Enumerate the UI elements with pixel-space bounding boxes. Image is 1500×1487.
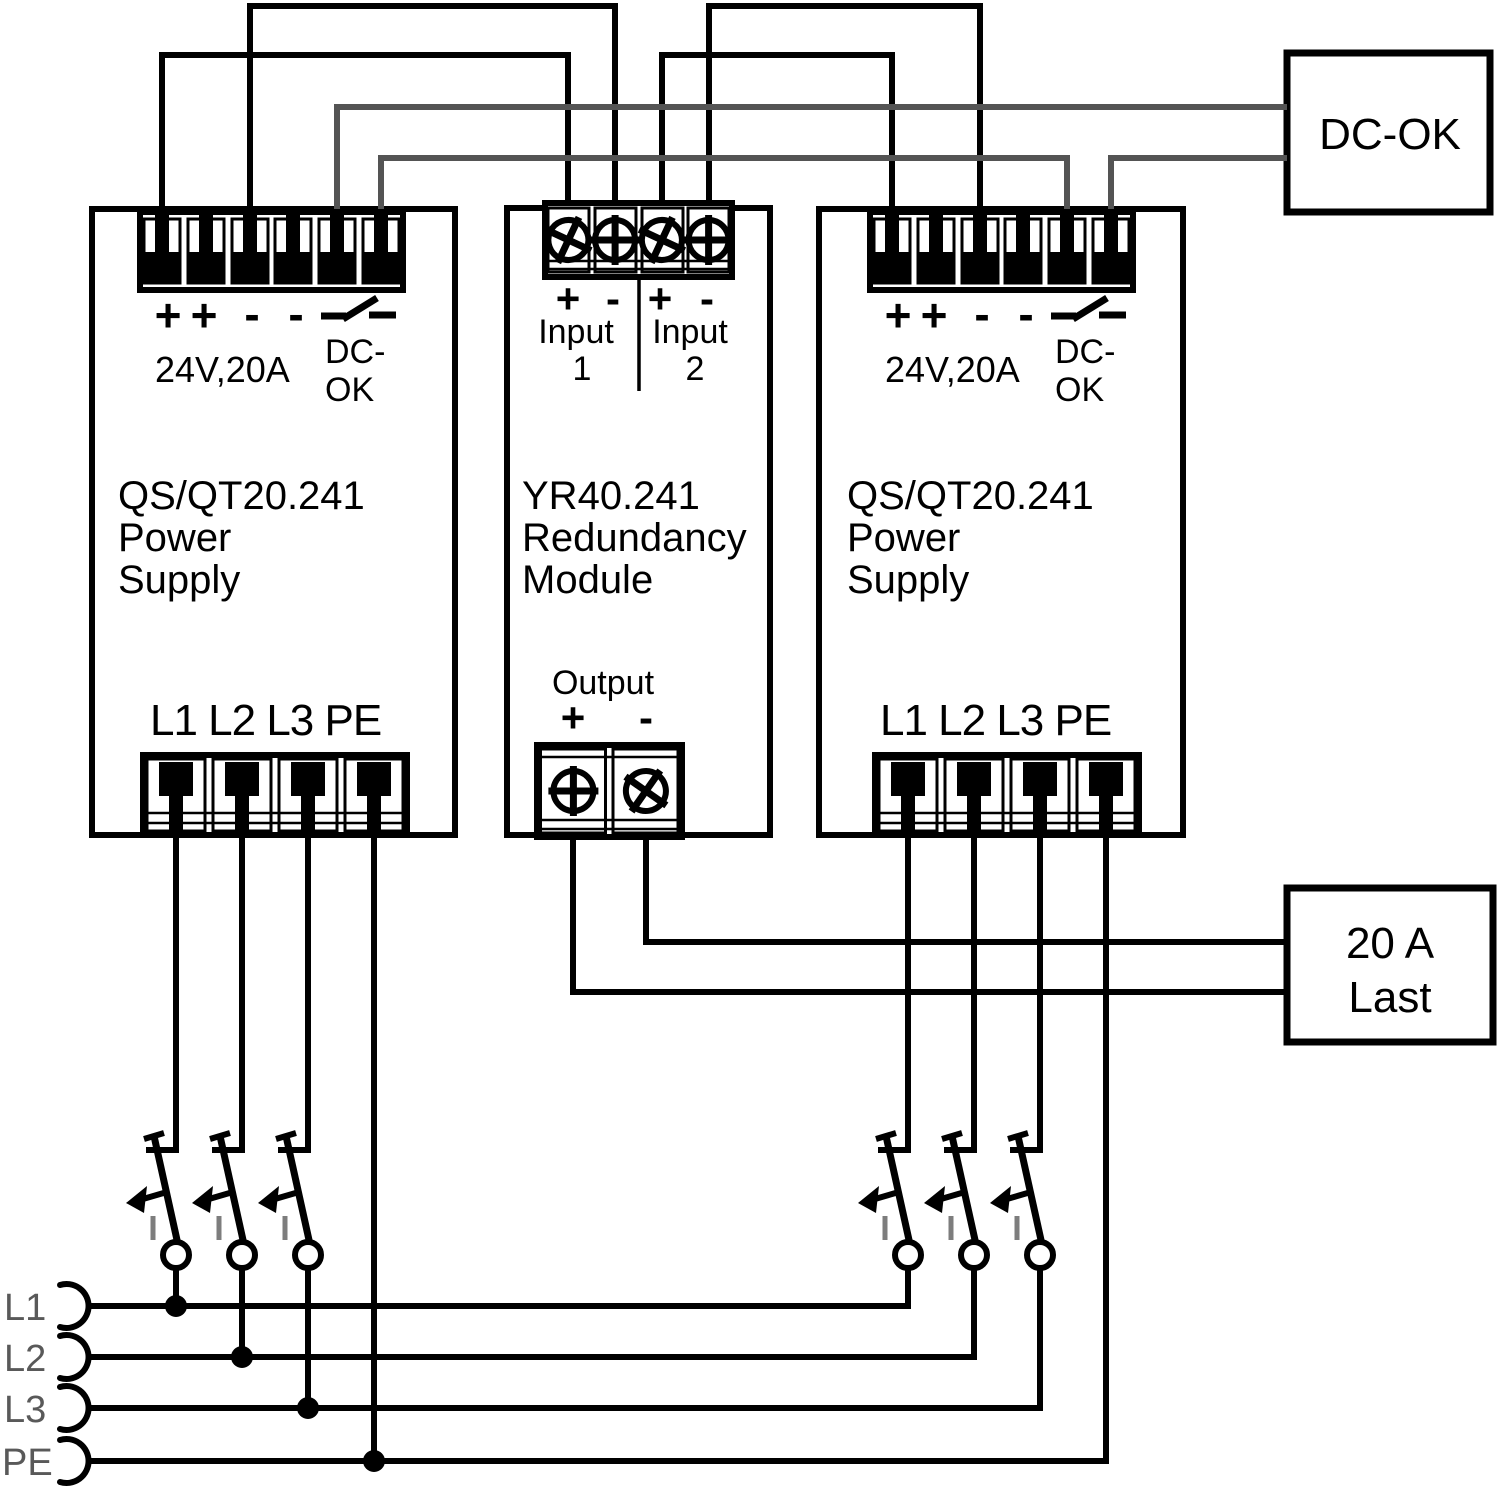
circuit-breaker-left-l1: [126, 830, 189, 1268]
bus-label-l2: L2: [4, 1338, 46, 1380]
bus-entry-arc-l3: [57, 1383, 92, 1433]
psu-right-dc-terminal-block: [870, 212, 1133, 290]
wire-psu-left-dcok1-to-indicator: [334, 104, 1287, 218]
wire-psu-right-dcok2-to-indicator: [1108, 155, 1287, 218]
circuit-breakers: [126, 830, 1053, 1268]
circuit-breaker-right-l3: [990, 830, 1053, 1268]
module-input-terminal-block: [535, 203, 733, 277]
module-input1-number: 1: [573, 350, 592, 388]
module-output-minus-label: -: [639, 694, 653, 741]
psu-left-model-label: QS/QT20.241: [118, 474, 365, 518]
junction-dot-pe: [363, 1450, 385, 1472]
module-input1-minus-label: -: [606, 275, 620, 322]
wire-psu-left-plus-to-input1-plus: [159, 52, 571, 218]
dc-ok-signal-wires: [334, 104, 1287, 218]
module-output-plus-label: +: [561, 694, 586, 741]
psu-left-minus2-label: -: [288, 288, 303, 340]
module-output-label: Output: [552, 664, 655, 702]
bus-l1-line: [86, 1268, 911, 1309]
load-box-label-1: 20 A: [1346, 919, 1435, 968]
psu-left-dcok-label-2: OK: [325, 371, 374, 409]
module-input1-plus-label: +: [556, 275, 581, 322]
module-input2-number: 2: [686, 350, 705, 388]
module-output-terminal-block: [537, 745, 682, 837]
module-input2-label: Input: [652, 313, 728, 351]
psu-right-minus1-label: -: [974, 288, 989, 340]
psu-left-plus1-label: +: [155, 289, 182, 341]
module-type-label-2: Redundancy: [522, 516, 747, 560]
bus-l3-line: [86, 1268, 1043, 1411]
wire-output-plus-to-load: [570, 818, 1287, 995]
module-input2-minus-label: -: [700, 275, 714, 322]
psu-left-dc-terminal-block: [140, 212, 403, 290]
bus-label-l3: L3: [4, 1389, 46, 1431]
psu-right-minus2-label: -: [1018, 288, 1033, 340]
psu-left-plus2-label: +: [191, 289, 218, 341]
junction-dots: [165, 1295, 385, 1472]
component-boxes: [89, 49, 1497, 1046]
psu-right-model-label: QS/QT20.241: [847, 474, 1094, 518]
junction-dot-l1: [165, 1295, 187, 1317]
wire-psu-left-dcok2-to-psu-right-dcok1: [378, 155, 1070, 218]
load-box-label-2: Last: [1348, 973, 1431, 1022]
bus-entry-arcs: [57, 1281, 92, 1486]
module-type-label-3: Module: [522, 558, 653, 602]
module-input2-plus-label: +: [648, 275, 673, 322]
psu-right-type-label-3: Supply: [847, 558, 969, 602]
psu-right-dcok-label-1: DC-: [1055, 333, 1115, 371]
bus-entry-arc-l2: [57, 1332, 92, 1382]
bus-pe-line: [86, 830, 1109, 1464]
bus-entry-arc-pe: [57, 1436, 92, 1486]
circuit-breaker-left-l3: [258, 830, 321, 1268]
bus-entry-arc-l1: [57, 1281, 92, 1331]
circuit-breaker-right-l1: [858, 830, 921, 1268]
module-input1-label: Input: [538, 313, 614, 351]
ac-wires: [86, 830, 1109, 1465]
module-model-label: YR40.241: [522, 474, 700, 518]
labels: + + - - 24V,20A DC- OK QS/QT20.241 Power…: [2, 110, 1461, 1484]
load-box: [1283, 884, 1497, 1046]
psu-left-rating-label: 24V,20A: [155, 349, 290, 390]
psu-right-plus2-label: +: [921, 289, 948, 341]
dc-wires-black: [159, 3, 1287, 995]
junction-dot-l2: [231, 1346, 253, 1368]
dc-ok-box-label: DC-OK: [1319, 110, 1461, 159]
psu-left-ac-terminal-block: [143, 755, 407, 837]
circuit-breaker-right-l2: [924, 830, 987, 1268]
dc-ok-indicator-box: [1283, 49, 1494, 216]
wire-input2-minus-to-psu-right-minus: [706, 3, 983, 218]
bus-label-pe: PE: [2, 1442, 53, 1484]
wire-psu-left-minus-to-input1-minus: [247, 3, 618, 218]
dc-ok-contact-symbol-right: [1051, 295, 1126, 322]
dc-ok-contact-symbol-left: [321, 295, 396, 322]
dc-ok-contact-symbols: [321, 295, 1126, 322]
psu-right-ac-terminal-block: [875, 755, 1139, 837]
psu-left-dcok-label-1: DC-: [325, 333, 385, 371]
psu-right-rating-label: 24V,20A: [885, 349, 1020, 390]
bus-l2-line: [86, 1268, 977, 1360]
psu-left-type-label-2: Power: [118, 516, 231, 560]
bus-label-l1: L1: [4, 1287, 46, 1329]
psu-left-type-label-3: Supply: [118, 558, 240, 602]
wire-output-minus-to-load: [643, 818, 1287, 945]
psu-right-ac-terminals-label: L1 L2 L3 PE: [880, 696, 1111, 745]
psu-right-dcok-label-2: OK: [1055, 371, 1104, 409]
wire-input2-plus-to-psu-right-plus: [659, 52, 895, 218]
psu-left-minus1-label: -: [244, 288, 259, 340]
psu-right-plus1-label: +: [885, 289, 912, 341]
junction-dot-l3: [297, 1397, 319, 1419]
circuit-breaker-left-l2: [192, 830, 255, 1268]
psu-right-type-label-2: Power: [847, 516, 960, 560]
psu-left-ac-terminals-label: L1 L2 L3 PE: [150, 696, 381, 745]
